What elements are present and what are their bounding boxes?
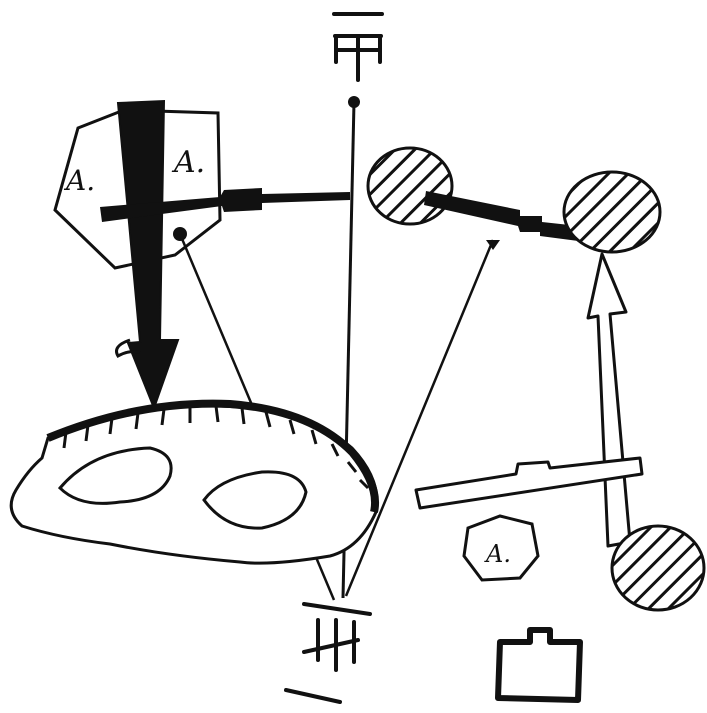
bottom-square-symbol <box>498 630 580 700</box>
hatched-circle-right-top <box>564 172 660 252</box>
hatched-circle-center <box>368 148 452 224</box>
hollow-arrow <box>588 254 630 546</box>
top-command-symbol <box>334 14 382 80</box>
island-terrain <box>11 404 377 564</box>
lower-zone-hexagon: A. <box>464 516 538 580</box>
zone-lower-label: A. <box>484 540 511 568</box>
bottom-command-symbol <box>286 604 370 702</box>
zone-left-label-a: A. <box>63 164 95 197</box>
hatched-circle-bottom-right <box>612 526 704 610</box>
sight-line-tip <box>486 240 500 250</box>
zone-left-label-b: A. <box>171 145 205 180</box>
